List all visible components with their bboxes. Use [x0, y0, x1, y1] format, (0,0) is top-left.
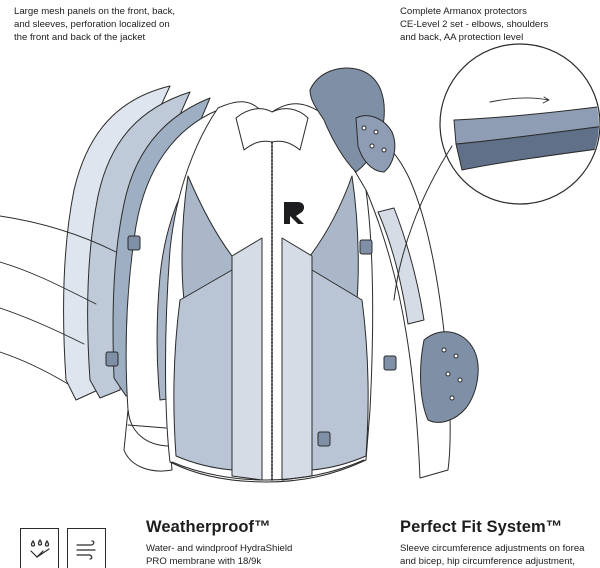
right-sleeve-mesh	[377, 207, 425, 325]
water-drops-icon-box	[20, 528, 59, 568]
wind-icon	[76, 540, 96, 560]
right-sleeve	[319, 111, 451, 479]
center-right-panel	[281, 237, 313, 481]
brand-logo-icon	[284, 202, 305, 224]
wind-icon-box	[67, 528, 106, 568]
left-waist-panel	[173, 269, 233, 471]
right-cuff-adjuster	[317, 431, 331, 447]
mesh-callout-arrow-1	[0, 215, 117, 253]
mesh-callout-arrow-2	[0, 261, 97, 305]
elbow-protector-icon	[420, 331, 479, 423]
mesh-callout-arrow-4	[0, 351, 69, 385]
right-waist-panel	[311, 269, 369, 471]
protector-layer-bottom	[455, 123, 599, 171]
mesh-caption-line-1: Large mesh panels on the front, back,	[14, 6, 176, 17]
protector-caption-line-2: CE-Level 2 set - elbows, shoulders	[400, 19, 549, 30]
weatherproof-description: Water- and windproof HydraShield PRO mem…	[146, 542, 292, 568]
weatherproof-title: Weatherproof™	[146, 518, 271, 536]
perfect-fit-line-2: and bicep, hip circumference adjustment,	[400, 556, 575, 567]
right-forearm-adjuster	[383, 355, 397, 371]
collar	[235, 108, 309, 151]
mesh-caption-line-2: and sleeves, perforation localized on	[14, 19, 170, 30]
protector-caption-line-1: Complete Armanox protectors	[400, 6, 527, 17]
weatherproof-line-1: Water- and windproof HydraShield	[146, 543, 293, 554]
protector-caption: Complete Armanox protectors CE-Level 2 s…	[400, 5, 548, 44]
center-left-panel	[231, 237, 263, 481]
weatherproof-line-2: PRO membrane with 18/9k	[146, 556, 262, 567]
left-bicep-adjuster	[127, 235, 141, 251]
right-hip-adjuster	[359, 239, 373, 255]
protector-caption-line-3: and back, AA protection level	[400, 32, 524, 43]
mesh-caption: Large mesh panels on the front, back, an…	[14, 5, 175, 44]
perfect-fit-title: Perfect Fit System™	[400, 518, 563, 536]
water-drops-icon	[30, 539, 50, 558]
left-forearm-adjuster	[105, 351, 119, 367]
mesh-callout-arrow-3	[0, 307, 85, 345]
zoom-callout-line	[393, 145, 453, 301]
perfect-fit-line-1: Sleeve circumference adjustments on fore…	[400, 543, 585, 554]
jacket-illustration	[0, 43, 600, 483]
mesh-caption-line-3: the front and back of the jacket	[14, 32, 146, 43]
perfect-fit-description: Sleeve circumference adjustments on fore…	[400, 542, 585, 568]
